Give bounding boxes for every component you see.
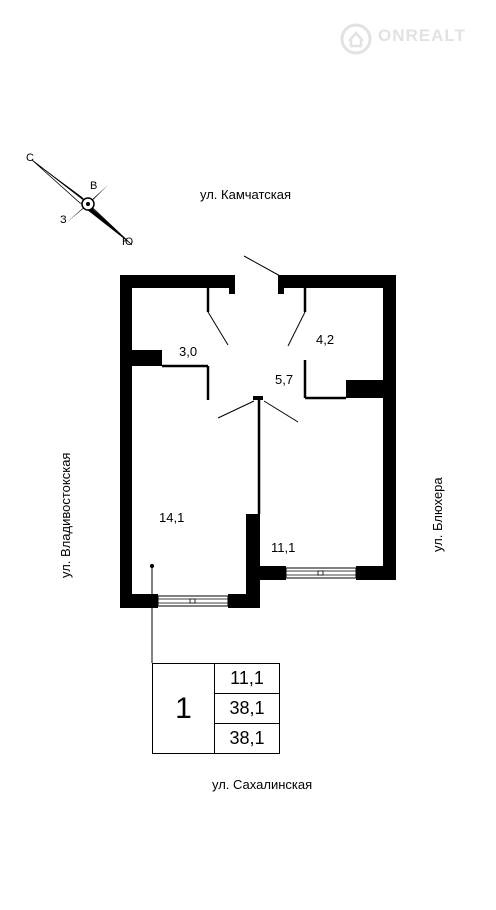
wall-block-right: [346, 380, 383, 398]
wall-left: [120, 275, 132, 608]
summary-value-1: 11,1: [215, 664, 279, 694]
wall-block-left: [132, 350, 162, 366]
compass-west-label: З: [60, 214, 67, 226]
compass-north-label: С: [26, 152, 34, 164]
door-frame-hall: [253, 396, 263, 400]
door-bath-right: [287, 311, 306, 347]
street-label-top: ул. Камчатская: [200, 187, 292, 202]
room-area-kitchen: 11,1: [271, 540, 296, 555]
house-logo-icon: [340, 23, 372, 55]
compass-needle: [31, 159, 133, 246]
compass-rose-icon: С В З Ю: [26, 152, 133, 248]
plan-partitions: [162, 288, 346, 514]
room-area-bathroom-left: 3,0: [179, 344, 198, 359]
watermark-brand: ONREALT: [378, 26, 466, 45]
wall-kitchen-bottom-right: [356, 566, 396, 580]
door-entrance: [243, 255, 283, 278]
apartment-number: 1: [153, 664, 215, 753]
room-area-hall: 5,7: [275, 372, 294, 387]
wall-stub-right: [278, 288, 284, 294]
door-kitchen: [263, 400, 299, 423]
street-label-bottom: ул. Сахалинская: [212, 777, 313, 792]
door-room: [217, 400, 255, 419]
room-area-large-room: 14,1: [159, 510, 185, 525]
summary-value-2: 38,1: [215, 694, 279, 724]
wall-right: [383, 275, 396, 580]
summary-table: 1 11,1 38,1 38,1: [152, 663, 280, 754]
wall-top-right: [278, 275, 396, 288]
room-area-bathroom-right: 4,2: [316, 332, 335, 347]
compass-south-label: Ю: [122, 236, 133, 248]
door-bath-left: [207, 311, 229, 346]
wall-top-left: [120, 275, 235, 288]
plan-doors: [207, 255, 306, 423]
watermark-logo: ONREALT: [340, 22, 490, 56]
window-kitchen: [285, 567, 357, 579]
wall-bottom-left: [120, 594, 158, 608]
compass-east-label: В: [90, 180, 97, 192]
wall-stub-left: [229, 288, 235, 294]
plan-walls: [120, 275, 396, 608]
wall-column: [246, 514, 260, 608]
summary-value-3: 38,1: [229, 728, 265, 748]
wall-kitchen-bottom-left: [260, 566, 286, 580]
window-room: [157, 595, 229, 607]
